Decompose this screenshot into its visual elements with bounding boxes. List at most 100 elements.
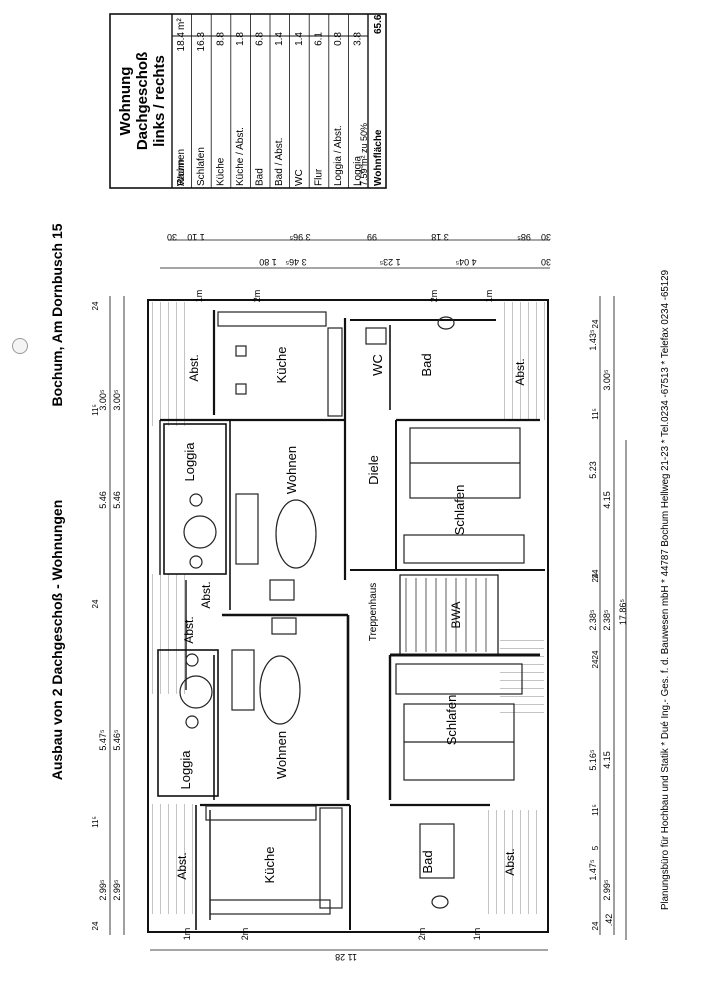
dim-right: 2.99⁵: [602, 879, 612, 901]
dim-right-small: 11⁵: [591, 408, 600, 420]
table-title-line-1: Wohnung: [117, 67, 134, 136]
dim-left-inner: 2.99⁵: [112, 879, 122, 901]
room-label-abst-mid1: Abst.: [199, 581, 213, 608]
table-row-room: Schlafen: [196, 147, 207, 186]
dim-top-outer: 1 80: [259, 257, 277, 267]
room-label-diele: Diele: [366, 455, 381, 485]
dim-right: 4.15: [602, 491, 612, 509]
dim-top-inner: 3 18: [431, 232, 449, 242]
dim-right-small: 5: [591, 845, 600, 850]
table-row-room: WC: [294, 169, 305, 186]
dim-right: 5.16⁵: [588, 749, 598, 771]
building-outline: [147, 299, 549, 933]
room-label-bad-bot: Bad: [420, 850, 435, 873]
table-row-value: 0.8: [333, 32, 344, 46]
drawing-address: Bochum, Am Dornbusch 15: [49, 223, 65, 406]
ceiling-height-bottom: 1m: [182, 928, 192, 941]
dim-top-outer: 1 23⁵: [379, 257, 401, 267]
table-row-value: 8.8: [215, 32, 226, 46]
table-col-unit: m²: [176, 18, 187, 30]
table-total-value: 65.6: [373, 14, 384, 34]
dim-left: 5.47⁵: [98, 729, 108, 751]
table-row-room: Bad: [255, 168, 266, 186]
dim-total: 17.86⁵: [618, 599, 628, 626]
room-label-schlafen-bot: Schlafen: [444, 695, 459, 746]
table-row-value: 6.8: [255, 32, 266, 46]
room-label-abst-tl: Abst.: [187, 354, 201, 381]
room-label-abst-tr: Abst.: [513, 358, 527, 385]
dim-left-inner: 5.46: [112, 491, 122, 509]
table-row-room: Loggia / Abst.: [333, 125, 344, 186]
dim-right-small: 24: [591, 659, 600, 668]
room-label-abst-bl: Abst.: [175, 852, 189, 879]
table-row-room: Flur: [313, 168, 324, 186]
room-label-wc: WC: [370, 354, 385, 376]
ceiling-height-top: 2m: [252, 290, 262, 303]
dim-left-small: 24: [91, 301, 100, 310]
dim-top-outer: 3 46⁵: [285, 257, 307, 267]
dim-top-inner: 30: [167, 232, 177, 242]
dim-top-inner: 30: [541, 232, 551, 242]
dim-top-inner: 1 10: [187, 232, 205, 242]
table-row-value: 6.1: [313, 32, 324, 46]
room-label-treppenhaus: Treppenhaus: [368, 583, 379, 642]
room-label-abst-mid2: Abst.: [182, 616, 196, 643]
table-row-value: 1.4: [274, 32, 285, 46]
dim-top-outer: 4 04⁵: [455, 257, 477, 267]
table-total-label: Wohnfläche: [373, 129, 384, 186]
dim-left-small: 11⁵: [91, 404, 100, 416]
dim-right-small: 24: [591, 921, 600, 930]
dim-left-inner: 3.00⁵: [112, 389, 122, 411]
dim-left: 3.00⁵: [98, 389, 108, 411]
dim-left: 5.46: [98, 491, 108, 509]
table-row-room: Wohnen: [176, 149, 187, 186]
dim-right: 3.00⁵: [602, 369, 612, 391]
ceiling-height-top: 1m: [194, 290, 204, 303]
table-row-value: 16.3: [196, 32, 207, 52]
room-label-wohnen-top: Wohnen: [284, 446, 299, 494]
dim-right: .42: [604, 914, 614, 927]
table-row-note: 7.59 m² zu 50%: [359, 123, 369, 186]
room-label-loggia-bot: Loggia: [178, 750, 193, 790]
dim-right: 5.23: [588, 461, 598, 479]
table-title: Wohnung Dachgeschoß links / rechts: [117, 52, 168, 150]
dim-right-small: 24: [591, 650, 600, 659]
room-label-abst-br: Abst.: [503, 848, 517, 875]
furniture: [179, 311, 525, 915]
room-label-kueche-top: Küche: [274, 347, 289, 384]
dim-top-inner: 98⁵: [517, 232, 531, 242]
dim-left-small: 24: [91, 921, 100, 930]
table-row-room: Küche: [215, 157, 226, 186]
dim-right: 1.43⁵: [588, 329, 598, 351]
dim-left-small: 11⁵: [91, 816, 100, 828]
table-row-room: Loggia: [353, 156, 364, 186]
room-labels: Abst. Küche WC Bad Abst. Loggia Wohnen D…: [175, 347, 527, 884]
table-row-value: 18.4: [176, 32, 187, 52]
dim-right: 2.38⁵: [602, 609, 612, 631]
dim-right-small: 11⁵: [591, 804, 600, 816]
dim-right-small: 24: [591, 319, 600, 328]
stair-treads: [405, 578, 487, 652]
drawing-title: Ausbau von 2 Dachgeschoß - Wohnungen: [49, 500, 65, 781]
table-row-value: 3.8: [353, 32, 364, 46]
punch-hole: [12, 338, 28, 354]
dimension-texts: 3.00⁵5.465.47⁵2.99⁵3.00⁵5.465.46⁵2.99⁵24…: [91, 232, 628, 962]
table-col-room: Raum: [176, 159, 187, 186]
dim-top-inner: 3 96⁵: [289, 232, 311, 242]
ceiling-height-top: 1m: [484, 290, 494, 303]
dim-right-small: 24: [591, 569, 600, 578]
table-row-room: Bad / Abst.: [274, 138, 285, 186]
dim-top-inner: 99: [367, 232, 377, 242]
room-label-loggia-top: Loggia: [182, 442, 197, 482]
table-title-line-3: links / rechts: [151, 55, 168, 147]
dimension-lines: [109, 239, 627, 951]
ceiling-height-bottom: 2m: [417, 928, 427, 941]
dim-right: 4.15: [602, 751, 612, 769]
dim-right: 1.47⁵: [588, 859, 598, 881]
company-footer: Planungsbüro für Hochbau und Statik * Du…: [659, 270, 671, 910]
ceiling-height-bottom: 2m: [240, 928, 250, 941]
dim-depth: 11 28: [335, 952, 357, 962]
